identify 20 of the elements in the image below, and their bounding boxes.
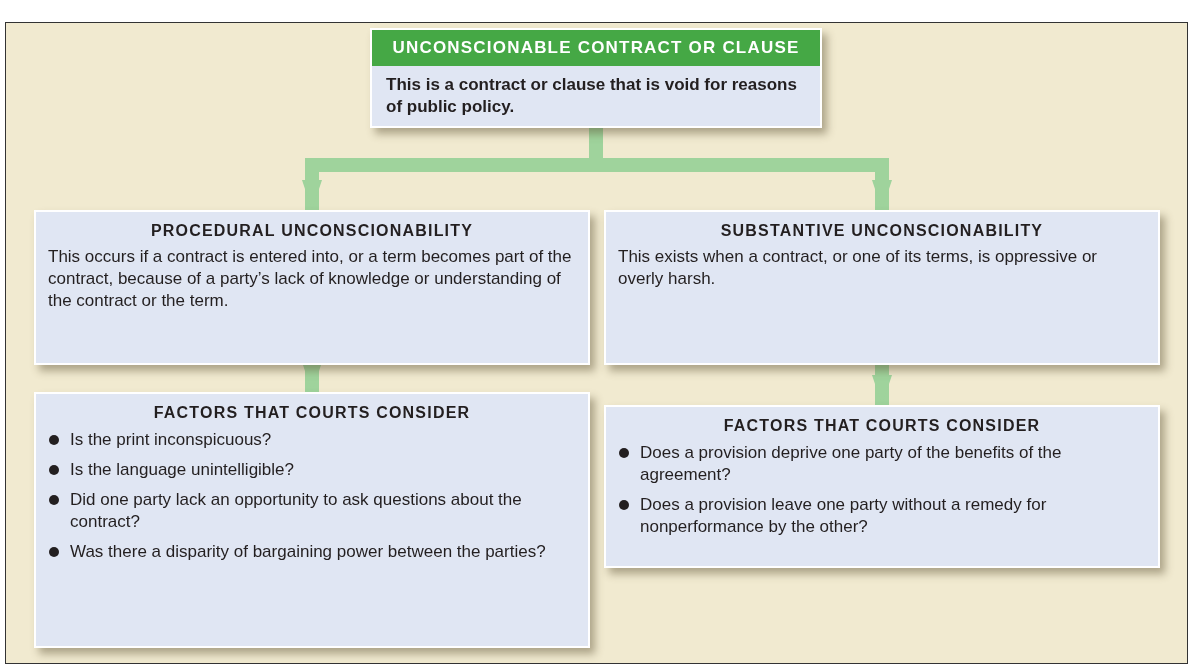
definition-box: [370, 28, 822, 128]
category-box: [34, 210, 590, 365]
bullet-text: Does a provision deprive one party of the benefits of the agreement?: [640, 443, 1062, 484]
factors-box: [604, 405, 1160, 568]
box-heading: FACTORS THAT COURTS CONSIDER: [152, 403, 472, 423]
factors-box: [34, 392, 590, 648]
box-heading: PROCEDURAL UNCONSCIONABILITY: [149, 221, 475, 241]
bullet-text: Did one party lack an opportunity to ask questions about the contract?: [70, 490, 522, 531]
box-heading: FACTORS THAT COURTS CONSIDER: [722, 416, 1042, 436]
bullet-text: Does a provision leave one party without a remedy for nonperformance by the other?: [640, 495, 1047, 536]
description-text: This exists when a contract, or one of its terms, is oppressive or overly harsh.: [617, 246, 1099, 290]
header-bar: UNCONSCIONABLE CONTRACT OR CLAUSE: [372, 30, 820, 66]
arrow: [872, 365, 892, 405]
bullet-text: Is the language unintelligible?: [70, 460, 294, 479]
bullet-text: Is the print inconspicuous?: [70, 430, 272, 449]
category-box: [604, 210, 1160, 365]
description-text: This is a contract or clause that is void for reasons of public policy.: [385, 74, 798, 118]
box-heading: SUBSTANTIVE UNCONSCIONABILITY: [719, 221, 1045, 241]
bullet-text: Was there a disparity of bargaining power between the parties?: [70, 542, 546, 561]
description-text: This occurs if a contract is entered into, or a term becomes part of the contract, because of a party’s lack of knowledge or understanding of the contract or the term.: [47, 246, 573, 312]
